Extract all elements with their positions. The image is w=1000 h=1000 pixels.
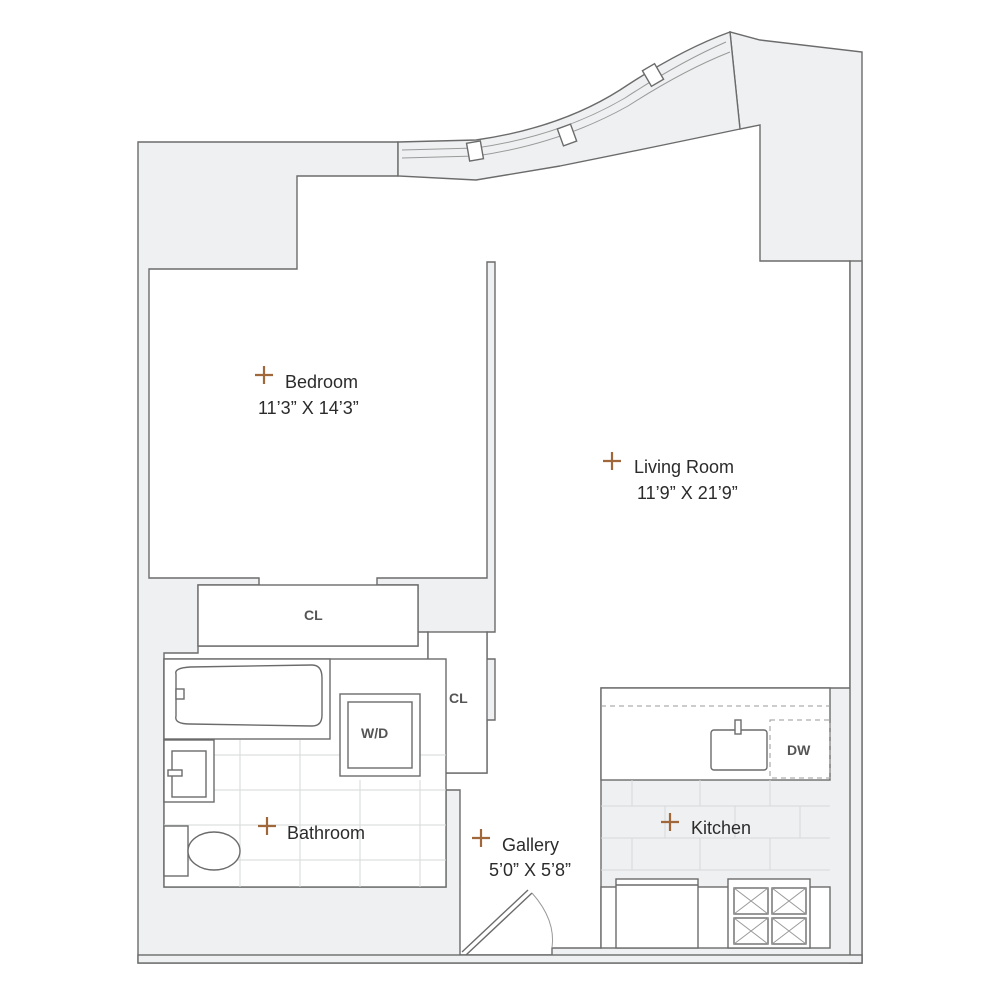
gallery-closet-label: CL [449,690,468,706]
window-mullion [556,123,578,147]
plus-icon [258,817,276,835]
washer-dryer [339,693,421,777]
dishwasher-label: DW [787,742,811,758]
washer-dryer-label: W/D [361,725,388,741]
sink-icon [163,739,215,803]
sink-icon [710,719,768,771]
stove-icon [727,878,811,949]
window-glazing-inner [401,51,731,159]
kitchen-floor-tiles [601,780,830,871]
plus-icon [603,452,621,470]
toilet-icon [163,825,241,877]
window-glazing [401,41,727,151]
gallery-dimensions: 5’0” X 5’8” [489,860,571,880]
window-mullion [465,140,485,162]
exterior-wall-right [849,260,863,964]
dishwasher [769,719,831,779]
living-room-dimensions: 11’9” X 21’9” [637,483,738,503]
window-mullion [641,62,665,88]
kitchen-label: Kitchen [691,818,751,838]
plus-icon [661,813,679,831]
bedroom-label: Bedroom [285,372,358,392]
bedroom-closet-label: CL [304,607,323,623]
plus-icon [255,366,273,384]
exterior-wall-bottom [137,954,863,964]
living-room-label: Living Room [634,457,734,477]
bathtub-icon [163,658,331,740]
bedroom-dimensions: 11’3” X 14’3” [258,398,359,418]
bathroom-label: Bathroom [287,823,365,843]
bedroom-closet [197,584,419,647]
refrigerator [615,878,699,949]
plus-icon [472,829,490,847]
door-swing-icon [461,889,554,956]
gallery-label: Gallery [502,835,559,855]
curved-window-wall [397,31,741,181]
